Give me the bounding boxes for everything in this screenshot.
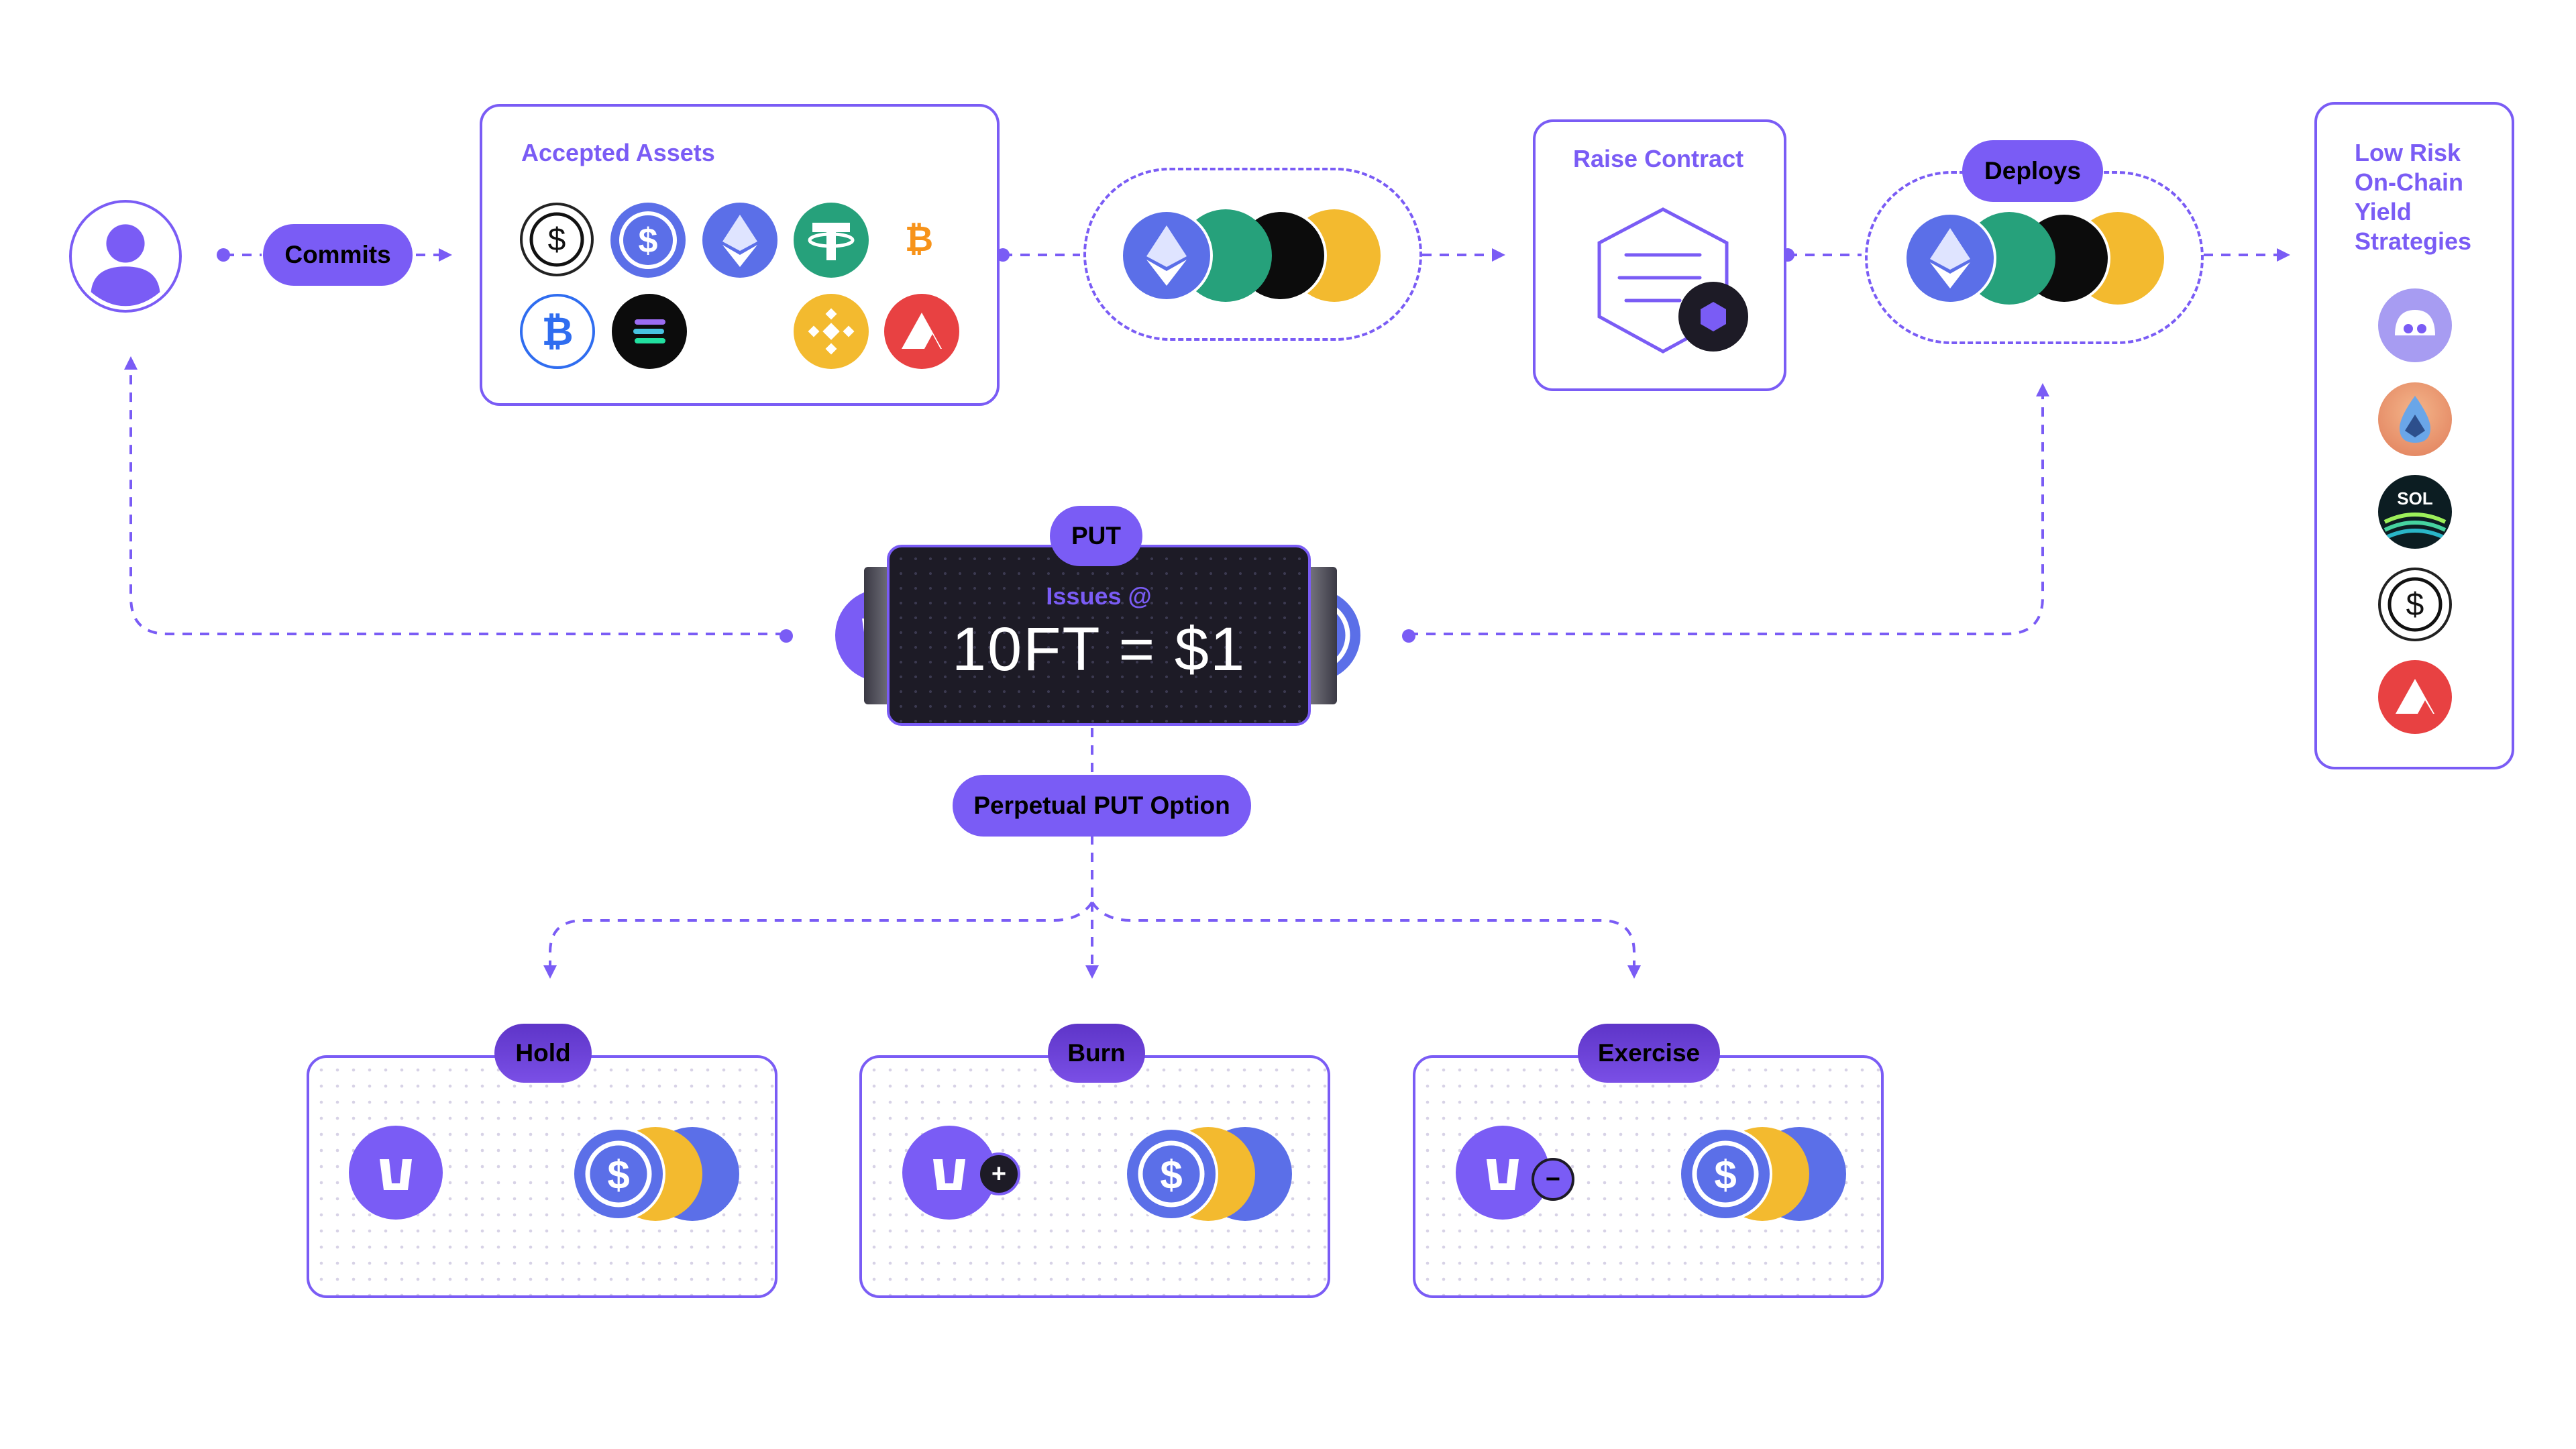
accepted-assets-title: Accepted Assets	[521, 139, 715, 166]
burn-label: Burn	[1048, 1024, 1145, 1083]
svg-text:$: $	[1160, 1152, 1182, 1197]
deploy-asset-stack	[1904, 209, 2164, 307]
connector-dot	[996, 248, 1010, 262]
usdc-black-icon: $	[520, 203, 594, 276]
yield-strategies-title: Low Risk On-Chain Yield Strategies	[2355, 138, 2502, 256]
commits-label: Commits	[263, 224, 413, 286]
collateral-stack: $	[572, 1126, 739, 1222]
bitcoin-small-icon: ₿	[892, 213, 946, 267]
connector-dot	[1402, 629, 1415, 643]
title-line: On-Chain	[2355, 168, 2463, 196]
line-branch-hold	[543, 901, 1093, 979]
sol-text: SOL	[2397, 488, 2433, 508]
wrapped-bitcoin-icon: ₿	[520, 294, 595, 369]
mint-modifier-badge: +	[977, 1152, 1020, 1195]
asset-pool	[1083, 168, 1422, 341]
svg-text:$: $	[2406, 587, 2424, 623]
avalanche-icon	[2378, 660, 2452, 734]
svg-text:$: $	[1714, 1152, 1736, 1197]
svg-text:$: $	[639, 221, 658, 260]
title-line: Low Risk	[2355, 139, 2461, 166]
binance-icon	[794, 294, 869, 369]
perpetual-put-option-label: Perpetual PUT Option	[953, 775, 1251, 837]
tether-icon	[794, 203, 869, 278]
solana-icon	[612, 294, 687, 369]
usdc-icon: $	[610, 203, 686, 278]
ethereum-icon	[702, 203, 777, 278]
ethereum-coin	[1904, 212, 1996, 305]
ethereum-coin	[1120, 209, 1213, 302]
svg-text:$: $	[607, 1152, 629, 1197]
token-card-value: 10FT = $1	[951, 615, 1246, 684]
line-token-to-deploy	[1409, 383, 2049, 635]
usdc-coin: $	[1124, 1127, 1218, 1221]
avalanche-icon	[884, 294, 959, 369]
line-branch-exercise	[1091, 901, 1641, 979]
connector-dot	[217, 248, 230, 262]
raise-contract-box: Raise Contract	[1533, 119, 1786, 391]
connector-dot	[780, 629, 793, 643]
dollar-coin-icon: $	[2378, 568, 2452, 641]
collateral-stack: $	[1124, 1126, 1292, 1222]
svg-text:₿: ₿	[541, 310, 573, 354]
raise-contract-title: Raise Contract	[1573, 145, 1744, 172]
usdc-coin: $	[1678, 1127, 1772, 1221]
collateral-stack: $	[1678, 1126, 1846, 1222]
token-card: Issues @ 10FT = $1	[887, 545, 1311, 726]
liquid-staking-icon	[2378, 382, 2452, 456]
svg-text:₿: ₿	[905, 220, 933, 259]
svg-text:$: $	[548, 222, 566, 258]
asset-stack	[1120, 207, 1381, 305]
user-avatar[interactable]	[69, 200, 182, 313]
fluid-token-coin	[349, 1126, 443, 1220]
contract-document-icon	[1597, 207, 1748, 354]
user-icon	[91, 224, 160, 307]
ghost-protocol-icon	[2378, 288, 2452, 362]
line-token-to-user	[124, 356, 785, 635]
burn-modifier-badge: −	[1532, 1158, 1574, 1201]
put-label: PUT	[1050, 506, 1142, 566]
title-line: Yield	[2355, 198, 2412, 225]
deploys-label: Deploys	[1962, 140, 2103, 202]
sol-icon: SOL	[2378, 475, 2452, 549]
usdc-coin: $	[572, 1127, 665, 1221]
title-line: Strategies	[2355, 227, 2472, 255]
exercise-label: Exercise	[1578, 1024, 1720, 1083]
hold-label: Hold	[494, 1024, 592, 1083]
token-card-subtitle: Issues @	[1046, 582, 1152, 610]
